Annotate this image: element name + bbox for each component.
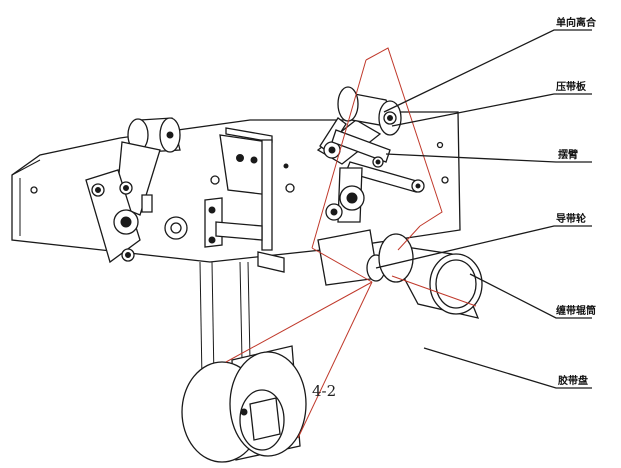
middle-bracket	[204, 127, 295, 273]
leader-lines	[375, 29, 592, 389]
tape-path	[225, 47, 477, 439]
label-pressure-belt: 压带板	[556, 80, 587, 93]
tape-roller	[378, 233, 483, 319]
tape-reel-assembly	[181, 261, 307, 463]
label-guide-wheel: 导带轮	[556, 212, 586, 225]
left-roller-assembly	[85, 117, 188, 264]
label-lever: 摆臂	[558, 148, 578, 161]
label-tape-roller: 缠带辊筒	[556, 304, 596, 317]
label-one-way-clutch: 单向离合	[556, 16, 597, 29]
clutch-roller	[337, 86, 402, 136]
figure-number: 4-2	[312, 382, 336, 400]
label-tape: 胶带盘	[558, 374, 588, 387]
